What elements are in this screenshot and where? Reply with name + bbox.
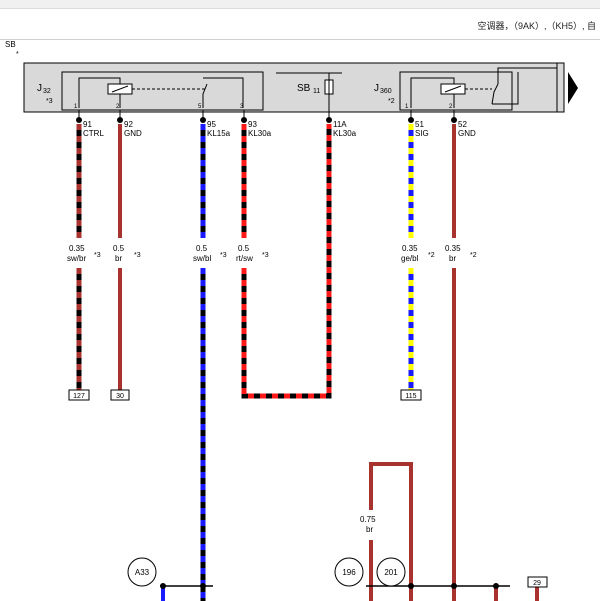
relay-j360-sub: 360 [380,88,392,95]
wire-3-color: sw/bl [193,254,211,263]
wire-br-29 [494,586,539,601]
junction-dot-a [160,583,166,589]
relay-j360-out [497,67,557,84]
relay-j32-pin-5: 5 [198,104,202,110]
relay-j360-pin-1: 1 [405,104,409,110]
relay-j32-name: J [37,83,42,94]
relay-j32-switch-loop [207,77,244,108]
top-toolbar-strip [0,0,600,9]
connector-95-num: 95 [207,120,216,129]
ref-box-30 [110,389,130,401]
continuation-arrow-icon [568,72,578,104]
marker-196-label: 196 [342,568,356,577]
relay-j32-box [61,71,264,111]
wire-3-note: *3 [220,252,227,259]
wire-1-note: *3 [94,252,101,259]
page-header: 空调器，（9AK）,（KH5）, 自 [0,9,600,40]
wire-4-size: 0.5 [238,244,250,253]
ref-29: 29 [533,580,541,587]
connector-51-label: SIG [415,129,429,138]
wire-5-color: ge/bl [401,254,419,263]
pin-leads [78,110,455,120]
relay-j360-name: J [374,83,379,94]
marker-196 [334,557,364,587]
wire-2-size: 0.5 [113,244,125,253]
connector-93-num: 93 [248,120,257,129]
wire-rt-sw [241,124,332,399]
fuse-sb11-sub: 11 [313,88,320,95]
relay-j32-coil-diag [111,85,129,93]
marker-201 [376,557,406,587]
wire-2-color: br [115,254,122,263]
relay-j360-switch [491,83,499,105]
connector-91-num: 91 [83,120,92,129]
connector-95-label: KL15a [207,129,231,138]
connector-11a-num: 11A [333,120,347,129]
component-panel [23,62,565,113]
bus-label: SB [5,40,16,49]
marker-a33 [127,557,157,587]
relay-j360-coil-diag [444,85,462,93]
connector-pins [76,117,457,123]
ref-30: 30 [116,393,124,400]
relay-j360-pin-2: 2 [449,104,453,110]
relay-j32-note: *3 [46,98,53,105]
connector-92-label: GND [124,129,142,138]
marker-a33-label: A33 [135,568,150,577]
wire-1-color: sw/br [67,254,86,263]
page-title: 空调器，（9AK）,（KH5）, 自 [477,21,596,31]
relay-j32-pin-2: 2 [116,104,120,110]
relay-j32-sub: 32 [43,88,51,95]
relay-j360-box [399,71,513,111]
connector-51-num: 51 [415,120,424,129]
wire-6-size: 0.35 [445,244,461,253]
relay-j360-note: *2 [388,98,395,105]
wire-4-note: *3 [262,252,269,259]
wire-6-note: *2 [470,252,477,259]
connector-92-num: 92 [124,120,133,129]
relay-j360-return [492,72,519,105]
ref-115: 115 [405,393,416,400]
connector-52-label: GND [458,129,476,138]
ref-box-127 [68,389,90,401]
junction-dot-c [408,583,414,589]
wire-4-color: rt/sw [236,254,253,263]
relay-j32-switch [202,83,208,108]
ref-127: 127 [73,393,85,400]
wire-3-size: 0.5 [196,244,208,253]
wire-7-color: br [366,525,373,534]
junction-dot-b [200,583,206,589]
wire-5-size: 0.35 [402,244,418,253]
junction-dot-d [451,583,457,589]
wire-7-size: 0.75 [360,515,376,524]
ref-box-29 [527,576,548,588]
fuse-sb11-name: SB [297,83,311,94]
wire-2-note: *3 [134,252,141,259]
connector-11a-label: KL30a [333,129,357,138]
wire-1-size: 0.35 [69,244,85,253]
connector-93-label: KL30a [248,129,272,138]
connector-91-label: CTRL [83,129,104,138]
ref-box-115 [400,389,422,401]
junction-dot-e [493,583,499,589]
bus-marker: * [16,51,19,58]
wire-5-note: *2 [428,252,435,259]
relay-j32-pin-1: 1 [74,104,78,110]
connector-52-num: 52 [458,120,467,129]
wire-6-color: br [449,254,456,263]
wire-br-loop [369,462,413,601]
relay-j32-pin-3: 3 [240,104,244,110]
marker-201-label: 201 [384,568,398,577]
